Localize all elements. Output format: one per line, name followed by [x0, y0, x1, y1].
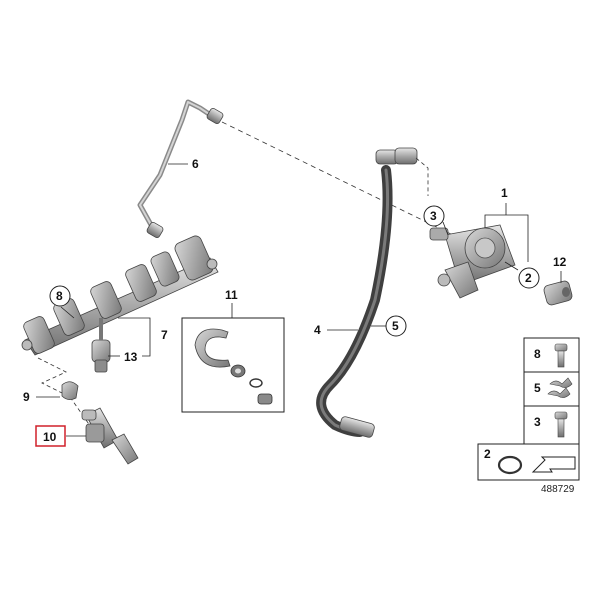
- callout-5: 5: [392, 319, 399, 333]
- callout-6: 6: [192, 157, 199, 171]
- callout-10-highlight: 10: [35, 425, 66, 447]
- callout-7: 7: [161, 328, 168, 342]
- callout-8: 8: [56, 289, 63, 303]
- legend-label-2: 2: [484, 447, 491, 461]
- reference-number: 488729: [541, 484, 575, 495]
- legend-panel: 8 5 3 2: [477, 337, 580, 481]
- fuel-injector-10: [81, 407, 139, 465]
- callout-1: 1: [501, 186, 508, 200]
- legend-item-5: 5: [534, 377, 573, 398]
- legend-item-3: 3: [534, 411, 568, 438]
- high-pressure-pump-1: [429, 224, 516, 299]
- callout-8-circle: 8: [49, 285, 71, 307]
- arrow-icon: [531, 456, 576, 473]
- legend-label-3: 3: [534, 415, 541, 429]
- seal-kit-box-11: [181, 317, 285, 413]
- callout-2-circle: 2: [518, 267, 540, 289]
- legend-label-8: 8: [534, 347, 541, 361]
- callout-11: 11: [225, 288, 238, 302]
- callout-3-circle: 3: [423, 205, 445, 227]
- callout-4: 4: [314, 323, 321, 337]
- callout-12: 12: [553, 255, 567, 269]
- callout-9: 9: [23, 390, 30, 404]
- callout-10: 10: [43, 430, 57, 444]
- connection-dashed-line: [221, 121, 456, 237]
- callout-13: 13: [124, 350, 138, 364]
- leader-lines: [36, 163, 562, 437]
- fuel-line-6: [137, 99, 224, 238]
- high-pressure-hose-4: [316, 147, 418, 438]
- pressure-sensor-13: [91, 318, 111, 373]
- legend-item-2: 2: [484, 447, 576, 475]
- part-12-nut: [543, 280, 573, 306]
- clip-9: [61, 381, 79, 400]
- callout-5-circle: 5: [385, 315, 407, 337]
- fuel-rail-7: [21, 235, 219, 356]
- callout-3: 3: [430, 209, 437, 223]
- legend-label-5: 5: [534, 381, 541, 395]
- callout-2: 2: [525, 271, 532, 285]
- hose-pump-dashed-line: [415, 157, 429, 196]
- legend-item-8: 8: [534, 343, 568, 368]
